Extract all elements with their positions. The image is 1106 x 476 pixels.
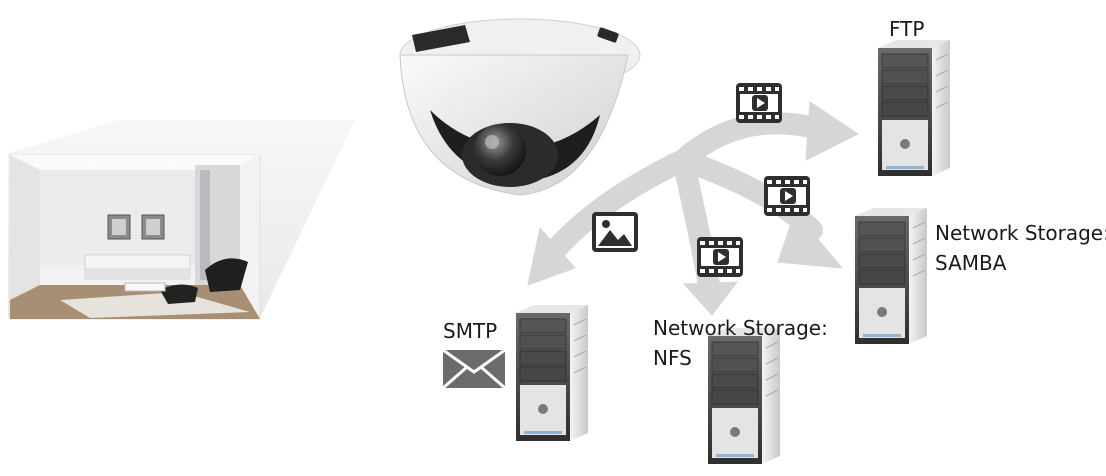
smtp-label: SMTP (443, 319, 498, 343)
dome-camera-icon (399, 18, 641, 196)
samba-label-line1: Network Storage: (935, 221, 1106, 245)
arrow-head-smtp (527, 226, 576, 286)
video-clip-icon (736, 83, 782, 123)
envelope-icon (442, 348, 506, 390)
arrow-head-ftp (805, 101, 859, 161)
video-clip-icon (764, 176, 810, 216)
nfs-label-line2: NFS (653, 346, 692, 370)
living-room-photo (10, 155, 260, 319)
server-icon-smtp (515, 304, 589, 442)
image-icon (592, 212, 638, 252)
ftp-label: FTP (889, 17, 925, 41)
nfs-label-line1: Network Storage: (653, 316, 828, 340)
arrow-to-ftp (672, 112, 826, 171)
samba-label: Network Storage: SAMBA (935, 218, 1106, 278)
arrow-head-nfs (682, 281, 739, 316)
arrow-to-nfs (672, 149, 721, 301)
arrow-to-smtp (544, 149, 694, 261)
video-clip-icon (697, 237, 743, 277)
server-icon-samba (854, 207, 928, 345)
arrow-head-samba (777, 210, 844, 269)
samba-label-line2: SAMBA (935, 251, 1007, 275)
flow-arrows (527, 101, 859, 316)
server-icon-ftp (877, 39, 951, 177)
nfs-label: Network Storage: NFS (653, 313, 828, 373)
room-view (8, 120, 355, 320)
